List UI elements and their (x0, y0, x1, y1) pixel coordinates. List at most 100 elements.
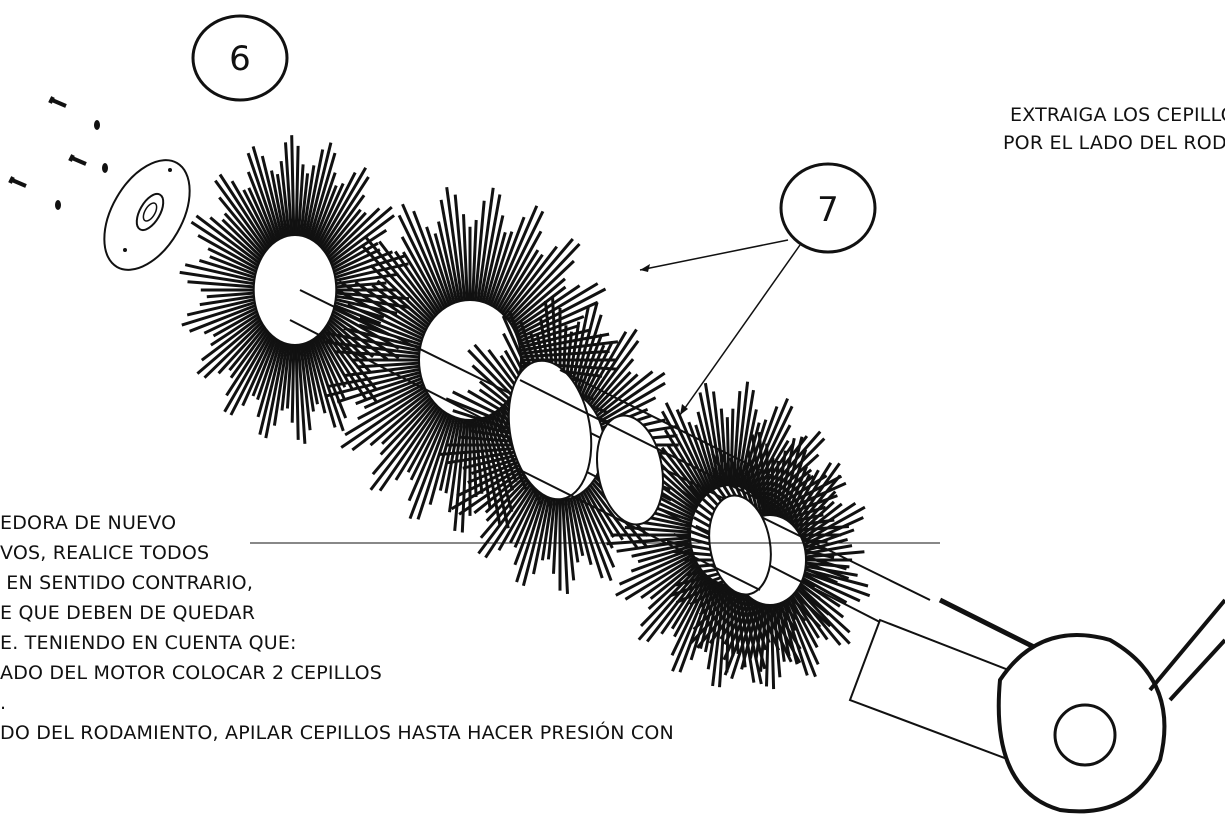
bristle (675, 409, 713, 492)
bristle (516, 300, 599, 340)
bristle (803, 516, 864, 546)
bristle (439, 199, 461, 302)
bristle (221, 218, 263, 259)
bristle (462, 214, 469, 301)
bristle (788, 596, 819, 649)
bristle (805, 561, 850, 569)
bristle (212, 310, 258, 338)
bristle (229, 334, 274, 416)
bristle (448, 419, 464, 513)
bristle (624, 555, 695, 601)
bristle (198, 258, 256, 279)
bristle (357, 383, 425, 421)
bristle (540, 498, 554, 561)
bristle (615, 553, 694, 597)
bristle (561, 499, 569, 594)
screws (8, 96, 108, 210)
bristle (786, 598, 820, 666)
note-left-line-2: VOS, REALICE TODOS (0, 542, 210, 564)
bristle (484, 476, 526, 514)
bristle (719, 594, 750, 640)
bristle (308, 152, 337, 240)
bristle (788, 469, 820, 524)
bristle (740, 602, 761, 670)
callout-7: 7 (639, 162, 877, 416)
bristle (294, 344, 300, 440)
bristle (582, 340, 614, 400)
bristle (746, 449, 763, 517)
bristle (320, 176, 370, 250)
bristle (306, 142, 333, 239)
bristle (333, 248, 381, 273)
bristle (338, 280, 426, 335)
note-right-line-1: EXTRAIGA LOS CEPILLOS Y (1010, 104, 1225, 126)
bristle (498, 249, 540, 313)
bristle (304, 342, 319, 405)
bristle (799, 502, 843, 538)
bristle (469, 429, 517, 440)
bristle (189, 304, 256, 333)
bristle (508, 259, 575, 324)
bristle (647, 563, 699, 611)
bristle (327, 207, 381, 259)
bristle (209, 216, 262, 262)
bristle (572, 496, 593, 566)
bristle (594, 373, 639, 414)
bristle (356, 361, 420, 369)
bristle (496, 230, 543, 311)
bristle (666, 444, 706, 499)
bristle (748, 603, 763, 659)
bristle (299, 173, 310, 236)
bristle (479, 481, 530, 539)
bristle (582, 490, 614, 549)
bristle (323, 340, 420, 356)
bristle (402, 251, 442, 313)
bristle (425, 226, 454, 305)
bristle (344, 364, 420, 377)
bristle (546, 499, 556, 560)
bristle (246, 171, 278, 242)
bristle (725, 417, 731, 486)
bristle (664, 402, 711, 493)
bristle (190, 220, 259, 267)
bristle (506, 242, 581, 321)
bristle (796, 587, 851, 645)
bristle (660, 571, 706, 635)
bristle (397, 214, 446, 309)
bristle (394, 407, 442, 481)
bristle (258, 341, 284, 435)
bristle (584, 330, 628, 402)
bristle (251, 338, 278, 397)
bristle (297, 164, 305, 236)
bristle (786, 473, 811, 522)
bristle (260, 155, 284, 239)
bristle (301, 165, 316, 237)
bristle (299, 344, 312, 431)
bristle (376, 279, 430, 326)
bristle (574, 495, 604, 579)
bristle (577, 333, 604, 396)
bristle (197, 234, 258, 270)
bristle (792, 592, 829, 641)
bristle (329, 214, 396, 265)
bristle (799, 582, 845, 619)
bristle (284, 142, 293, 236)
bristle (588, 339, 640, 406)
bristle (476, 187, 495, 301)
bristle (467, 460, 519, 484)
bristle (569, 497, 585, 557)
bristle (515, 495, 546, 583)
bristle (354, 280, 427, 332)
bristle (772, 460, 780, 516)
bristle (371, 401, 436, 476)
note-left-line-4: E QUE DEBEN DE QUEDAR (0, 602, 256, 624)
bristle (803, 574, 861, 603)
bristle (804, 528, 855, 550)
bristle (316, 171, 357, 246)
callout-7-label: 7 (817, 190, 839, 230)
bristle (343, 326, 421, 349)
bristle (378, 240, 438, 317)
bristle (473, 200, 486, 301)
bristle (447, 450, 517, 465)
bristle (316, 334, 347, 388)
